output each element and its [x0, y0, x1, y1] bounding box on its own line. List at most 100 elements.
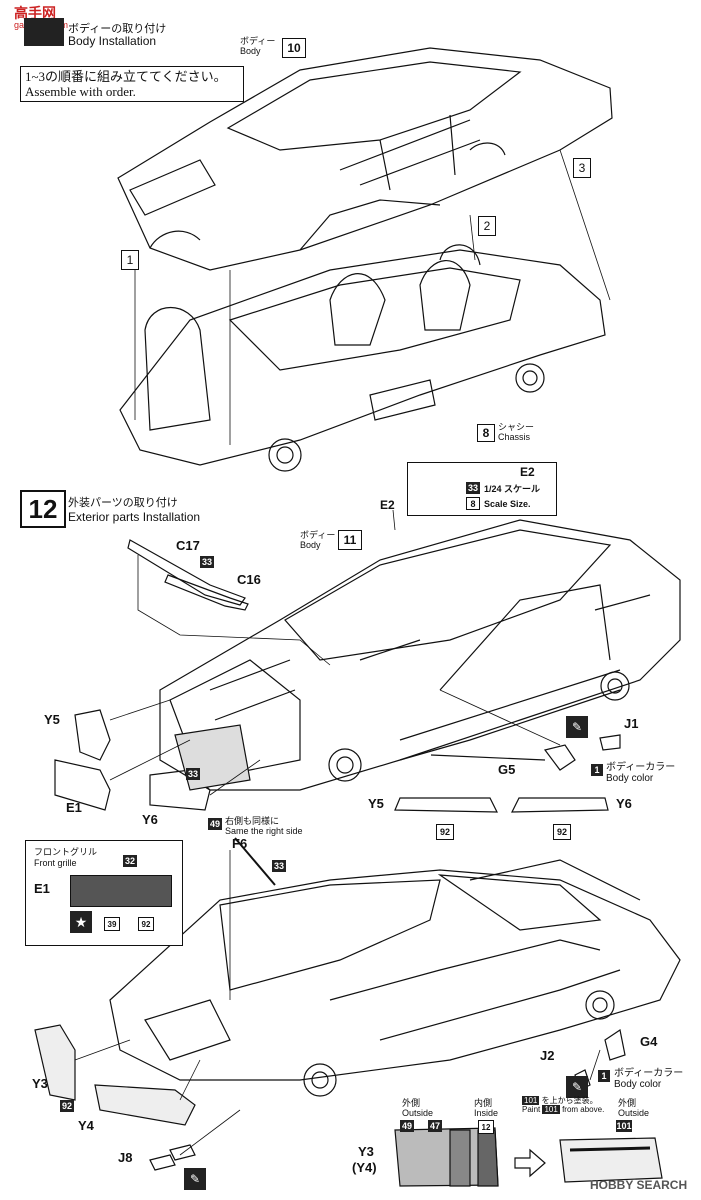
lamp-inside-jp: 内側 — [474, 1098, 493, 1108]
lamp-result-outside-jp: 外側 — [618, 1098, 637, 1108]
mirror-body-color-num: 1 — [591, 764, 603, 776]
lamp-inside-en: Inside — [474, 1108, 499, 1118]
rear-wiper-paint: 33 — [272, 860, 286, 872]
rear-mirror-body-color-label: ボディーカラー Body color — [614, 1068, 683, 1090]
lamp-paint-note-jp: を上から塗装。 — [541, 1096, 598, 1105]
grille-inset-title-jp: フロントグリル — [34, 847, 98, 857]
wiper-paint: 33 — [200, 556, 214, 568]
step11-note: 1~3の順番に組み立ててください。 Assemble with order. — [20, 66, 244, 102]
step11-body-part-number: 10 — [282, 38, 306, 58]
assembly-lines-step12-front — [109, 509, 561, 796]
lamp-paint-note-num-2: 101 — [542, 1105, 560, 1114]
part-j1-label: J1 — [624, 716, 639, 731]
grille-inset-part: E1 — [34, 881, 50, 896]
part-f6-label: F6 — [232, 836, 248, 851]
step11-chassis-label: シャシー Chassis — [498, 422, 534, 442]
step12-body-part-number: 11 — [338, 530, 362, 550]
part-g5-label: G5 — [498, 762, 516, 777]
grille-inset-shape — [70, 875, 172, 907]
e2-inset-scale-en: Scale Size. — [484, 499, 531, 509]
part-y5-label: Y5 — [44, 712, 60, 727]
lens-y6-paint: 92 — [553, 824, 571, 840]
right-side-note: 右側も同様に Same the right side — [225, 816, 303, 836]
order-marker-1: 1 — [121, 250, 139, 270]
grille-inset-title-en: Front grille — [34, 858, 77, 868]
lamp-detail-label: Y3 — [358, 1144, 374, 1159]
chassis-drawing — [119, 244, 606, 472]
body-drawing-step11 — [117, 47, 613, 271]
rear-mirror-body-color-jp: ボディーカラー — [614, 1068, 684, 1079]
order-marker-3: 3 — [573, 158, 591, 178]
front-parts-drawing — [54, 539, 621, 813]
e2-inset-paint: 33 — [466, 482, 480, 494]
step11-number-box — [24, 18, 64, 46]
assembly-lines-step11 — [134, 149, 611, 445]
grille-inset-paint-b: 92 — [138, 917, 154, 931]
lamp-paint-note-num: 101 — [522, 1096, 540, 1105]
step11-body-label: ボディー Body — [240, 36, 275, 56]
lens-y5-paint: 92 — [436, 824, 454, 840]
step11-note-jp: 1~3の順番に組み立ててください。 — [25, 69, 227, 84]
part-y4-label: Y4 — [78, 1118, 94, 1133]
right-side-en: Same the right side — [225, 826, 303, 836]
right-side-num: 49 — [208, 818, 222, 830]
lens-y6-label: Y6 — [616, 796, 632, 811]
mirror-body-color-en: Body color — [606, 773, 654, 784]
lamp-inside-label: 内側 Inside — [474, 1098, 498, 1118]
part-j8-label: J8 — [118, 1150, 133, 1165]
step12-body-jp: ボディー — [300, 530, 336, 540]
lamp-outside-paint-2: 47 — [428, 1120, 442, 1132]
front-grille-inset: フロントグリル Front grille 32 E1 ★ 39 92 — [25, 840, 183, 946]
grille-paint: 33 — [186, 768, 200, 780]
glue-icon-front: ✎ — [566, 716, 588, 738]
mirror-body-color-label: ボディーカラー Body color — [606, 762, 675, 784]
step12-title-jp: 外装パーツの取り付け — [68, 497, 178, 509]
glue-icon-rear: ✎ — [566, 1076, 588, 1098]
step11-title-en: Body Installation — [68, 34, 157, 48]
step11-chassis-part-number: 8 — [477, 424, 495, 442]
lamp-result-outside-en: Outside — [618, 1108, 650, 1118]
lamp-outside-en: Outside — [402, 1108, 434, 1118]
part-g4-label: G4 — [640, 1034, 658, 1049]
grille-inset-paint-a: 39 — [104, 917, 120, 931]
rear-parts-drawing — [34, 1024, 626, 1171]
lamp-inside-paint: 12 — [478, 1120, 494, 1134]
e2-inset-part-label: E2 — [520, 465, 535, 479]
body-drawing-step12-front — [159, 519, 681, 791]
step11-note-en: Assemble with order. — [25, 84, 136, 99]
step11-chassis-jp: シャシー — [498, 422, 535, 432]
step12-number: 12 — [20, 490, 66, 528]
lamp-result-outside-label: 外側 Outside — [618, 1098, 649, 1118]
step12-title-en: Exterior parts Installation — [68, 510, 201, 524]
watermark-logo: 高手网 — [14, 5, 56, 21]
lamp-paint-note-en-a: Paint — [522, 1105, 541, 1114]
right-side-jp: 右側も同様に — [225, 816, 280, 826]
lens-y5-label: Y5 — [368, 796, 384, 811]
watermark-hobbysearch: HOBBY SEARCH — [590, 1178, 688, 1192]
lamp-paint-note-en-b: from above. — [562, 1105, 605, 1114]
lamp-outside-paint-1: 49 — [400, 1120, 414, 1132]
e2-scale-inset: E2 33 1/24 スケール 8 Scale Size. — [407, 462, 557, 516]
part-y3-label: Y3 — [32, 1076, 48, 1091]
rear-mirror-body-color-num: 1 — [598, 1070, 610, 1082]
step11-body-jp: ボディー — [240, 36, 276, 46]
step11-title-jp: ボディーの取り付け — [68, 23, 167, 35]
step11-chassis-en: Chassis — [498, 432, 531, 442]
part-e2-label: E2 — [380, 498, 395, 512]
step11-body-en: Body — [240, 46, 261, 56]
part-j2-label: J2 — [540, 1048, 555, 1063]
lamp-detail-drawing — [394, 1127, 663, 1187]
lamp-result-paint: 101 — [616, 1120, 632, 1132]
part-c16-label: C16 — [237, 572, 261, 587]
part-c17-label: C17 — [176, 538, 200, 553]
assembly-lines-step12-rear — [74, 850, 601, 1156]
step12-body-en: Body — [300, 540, 321, 550]
e2-inset-scale-num: 8 — [466, 497, 480, 510]
lamp-outside-label: 外側 Outside — [402, 1098, 433, 1118]
rear-lamp-paint: 92 — [60, 1100, 74, 1112]
e2-inset-scale-jp: 1/24 スケール — [484, 484, 541, 494]
body-drawing-step12-rear — [109, 837, 681, 1097]
part-y6-label: Y6 — [142, 812, 158, 827]
lamp-paint-note: 101 を上から塗装。 Paint 101 from above. — [522, 1096, 604, 1114]
